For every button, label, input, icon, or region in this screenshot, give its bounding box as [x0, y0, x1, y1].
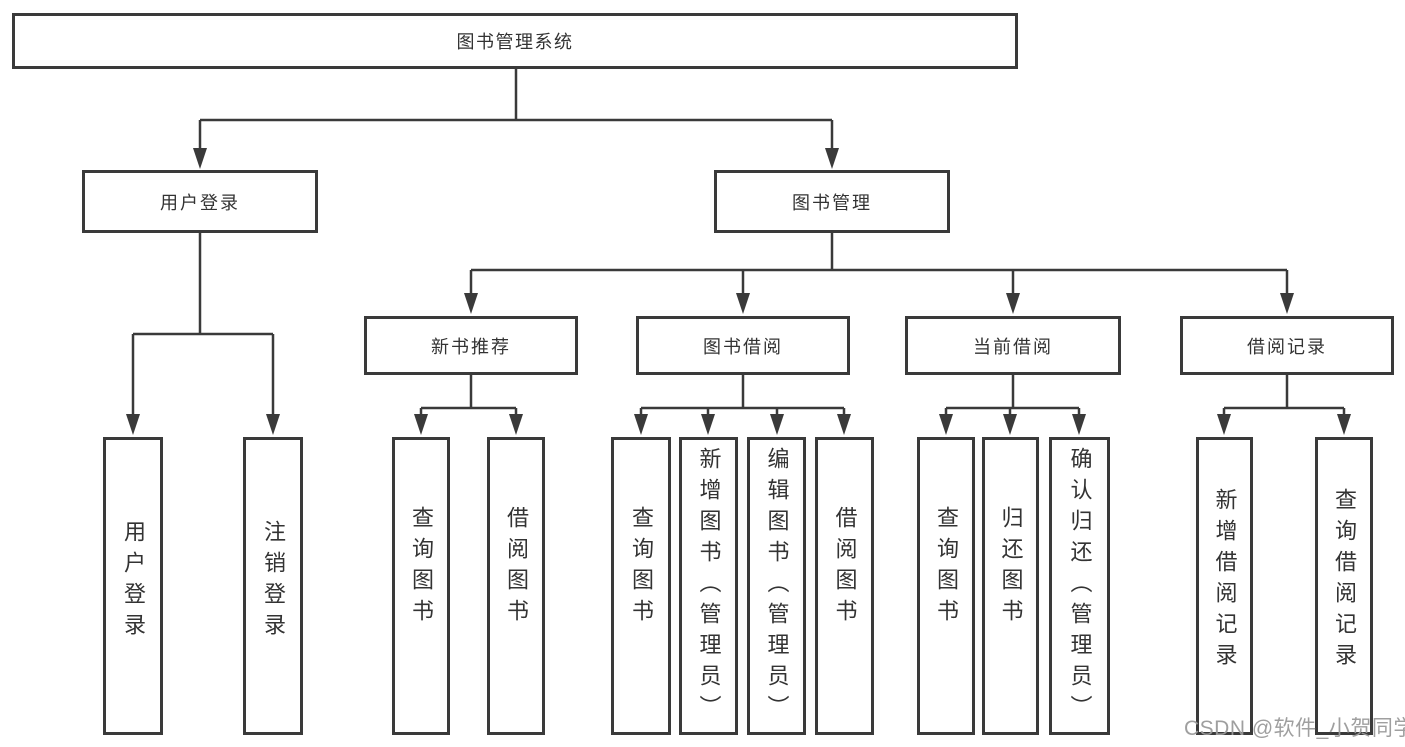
- leaf-add-books-admin: 新增图书（管理员）: [679, 437, 738, 735]
- leaf-label: 编辑图书（管理员）: [764, 447, 790, 726]
- leaf-user-login: 用户登录: [103, 437, 163, 735]
- leaf-label: 新增图书（管理员）: [696, 447, 722, 726]
- node-book-borrowing: 图书借阅: [636, 316, 850, 375]
- node-book-management: 图书管理: [714, 170, 950, 233]
- leaf-query-books-borrowing: 查询图书: [611, 437, 671, 735]
- leaf-label: 查询图书: [934, 506, 959, 630]
- leaf-confirm-return-admin: 确认归还（管理员）: [1049, 437, 1110, 735]
- leaf-label: 查询图书: [629, 506, 654, 630]
- leaf-label: 借阅图书: [504, 506, 529, 630]
- node-borrowing-records: 借阅记录: [1180, 316, 1394, 375]
- node-new-book-recommend: 新书推荐: [364, 316, 578, 375]
- leaf-return-books: 归还图书: [982, 437, 1039, 735]
- leaf-borrow-books-recommend: 借阅图书: [487, 437, 545, 735]
- node-root-library-management-system: 图书管理系统: [12, 13, 1018, 69]
- leaf-edit-books-admin: 编辑图书（管理员）: [747, 437, 806, 735]
- leaf-label: 借阅图书: [832, 506, 858, 630]
- leaf-label: 确认归还（管理员）: [1067, 447, 1093, 726]
- csdn-watermark: CSDN @软件_小贺同学: [1184, 717, 1405, 740]
- leaf-add-borrow-record: 新增借阅记录: [1196, 437, 1253, 735]
- leaf-label: 查询借阅记录: [1332, 488, 1357, 674]
- leaf-label: 新增借阅记录: [1212, 488, 1238, 674]
- leaf-query-books-current: 查询图书: [917, 437, 975, 735]
- leaf-label: 注销登录: [261, 520, 286, 644]
- leaf-label: 查询图书: [409, 506, 434, 630]
- leaf-logout-login: 注销登录: [243, 437, 303, 735]
- leaf-label: 归还图书: [998, 506, 1024, 630]
- node-current-borrowing: 当前借阅: [905, 316, 1121, 375]
- leaf-query-borrow-record: 查询借阅记录: [1315, 437, 1373, 735]
- node-user-login: 用户登录: [82, 170, 318, 233]
- leaf-label: 用户登录: [121, 520, 146, 644]
- leaf-query-books-recommend: 查询图书: [392, 437, 450, 735]
- leaf-borrow-books-borrowing: 借阅图书: [815, 437, 874, 735]
